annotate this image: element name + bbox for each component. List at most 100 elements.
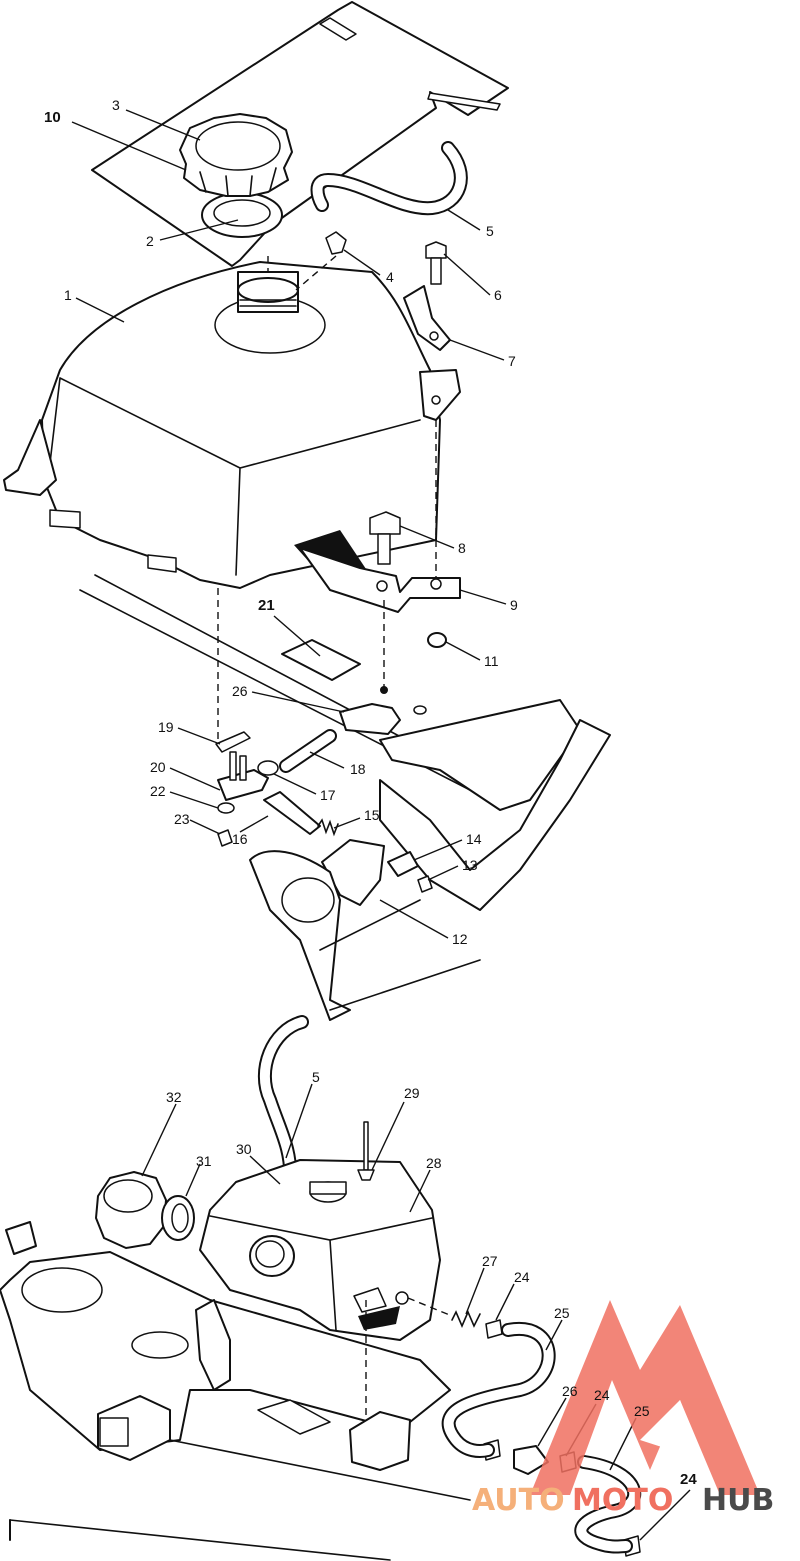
assembly-line bbox=[407, 1297, 453, 1317]
oil-tank-edge bbox=[209, 1215, 433, 1331]
dipstick-29 bbox=[363, 1121, 369, 1171]
callout-26: 26 bbox=[232, 683, 248, 699]
strap-9 bbox=[299, 547, 461, 613]
plate-19 bbox=[215, 731, 251, 753]
callout-14: 14 bbox=[466, 831, 482, 847]
dipstick-29-cap bbox=[357, 1169, 375, 1181]
callout-21: 21 bbox=[258, 597, 275, 614]
callout-19: 19 bbox=[158, 719, 174, 735]
callout-6: 6 bbox=[494, 287, 502, 303]
callout-22: 22 bbox=[150, 783, 166, 799]
oil-tank-shade bbox=[358, 1306, 400, 1330]
exhaust-tube-end bbox=[281, 877, 335, 923]
leader-lines bbox=[71, 109, 691, 1541]
gasket-31-hole bbox=[171, 1203, 189, 1233]
watermark-text-moto: MOTO bbox=[572, 1483, 673, 1518]
filler-thread bbox=[239, 299, 297, 307]
callout-15: 15 bbox=[364, 807, 380, 823]
callout-20: 20 bbox=[150, 759, 166, 775]
fuel-valve-pipe bbox=[229, 751, 237, 781]
assembly-line bbox=[295, 255, 337, 291]
lower-frame-bracket bbox=[5, 1221, 37, 1255]
callout-23: 23 bbox=[174, 811, 190, 827]
callout-24-c: 24 bbox=[680, 1471, 697, 1488]
vent-hose-inner bbox=[312, 143, 466, 214]
callout-30: 30 bbox=[236, 1141, 252, 1157]
callout-24-a: 24 bbox=[514, 1269, 530, 1285]
lower-frame-hole bbox=[21, 1267, 103, 1313]
callout-29: 29 bbox=[404, 1085, 420, 1101]
callout-11: 11 bbox=[484, 653, 499, 669]
callout-26-lower: 26 bbox=[562, 1383, 578, 1399]
washer-22 bbox=[217, 802, 235, 814]
callout-3: 3 bbox=[112, 97, 120, 113]
callout-25-a: 25 bbox=[554, 1305, 570, 1321]
hose-25-inner bbox=[443, 1323, 554, 1456]
cap-gasket-hole bbox=[213, 199, 271, 227]
watermark-triangle-inner bbox=[640, 1400, 702, 1460]
callout-5-lower: 5 bbox=[312, 1069, 320, 1085]
callout-2: 2 bbox=[146, 233, 154, 249]
oil-tank-neck-in bbox=[255, 1240, 285, 1268]
fitting-26 bbox=[339, 703, 401, 735]
callout-25-b: 25 bbox=[634, 1403, 650, 1419]
bracket-12 bbox=[321, 839, 385, 906]
lower-frame-rail bbox=[9, 1439, 471, 1561]
strap-9-hole bbox=[376, 580, 388, 592]
frame-hole bbox=[413, 705, 427, 715]
fuel-tank-left-tab bbox=[3, 419, 57, 496]
strap-9-hole bbox=[430, 578, 442, 590]
mat-sheet bbox=[91, 1, 509, 267]
callout-18: 18 bbox=[350, 761, 366, 777]
callout-31: 31 bbox=[196, 1153, 212, 1169]
callout-12: 12 bbox=[452, 931, 468, 947]
callout-13: 13 bbox=[462, 857, 478, 873]
callout-17: 17 bbox=[320, 787, 336, 803]
mat-slot bbox=[427, 92, 501, 111]
shaft-16 bbox=[263, 791, 321, 835]
lower-frame-bracket bbox=[195, 1299, 231, 1391]
fuel-cap-ridge bbox=[199, 167, 277, 197]
fuel-valve-pipe bbox=[239, 755, 247, 781]
clamp-17 bbox=[257, 760, 279, 776]
bracket-7-hole bbox=[429, 331, 439, 341]
mat-slot bbox=[319, 17, 357, 41]
nut-11 bbox=[427, 632, 447, 648]
frame-crossmember bbox=[379, 699, 581, 811]
lower-frame-tube-end bbox=[99, 1417, 129, 1447]
callout-7: 7 bbox=[508, 353, 516, 369]
fuel-cap-top bbox=[195, 121, 281, 171]
clamp-24 bbox=[485, 1319, 503, 1339]
callout-28: 28 bbox=[426, 1155, 442, 1171]
callout-5: 5 bbox=[486, 223, 494, 239]
callout-16: 16 bbox=[232, 831, 248, 847]
oil-tank-outlet bbox=[395, 1291, 409, 1305]
frame-tube-lower bbox=[319, 899, 481, 1011]
lower-frame-slot bbox=[257, 1399, 331, 1435]
oil-tank-boss-side bbox=[309, 1181, 347, 1195]
fuel-line-18-inner bbox=[281, 731, 335, 771]
watermark-text-hub: HUB bbox=[702, 1483, 774, 1518]
oil-cap-32-top bbox=[103, 1179, 153, 1213]
filler-neck-top bbox=[237, 277, 299, 303]
lower-frame-mount bbox=[349, 1411, 411, 1471]
fuel-tank-right-tab bbox=[419, 369, 461, 421]
watermark-text-auto: AUTO bbox=[472, 1483, 565, 1518]
bolt-6 bbox=[425, 241, 447, 259]
callout-4: 4 bbox=[386, 269, 394, 285]
spring-27 bbox=[451, 1309, 481, 1329]
clip-14 bbox=[387, 851, 419, 877]
callout-8: 8 bbox=[458, 540, 466, 556]
oil-tank-mount bbox=[353, 1287, 387, 1313]
tab-hole bbox=[431, 395, 441, 405]
bolt-6-shank bbox=[430, 257, 442, 285]
fuel-tank-tab bbox=[49, 509, 81, 529]
watermark-triangle bbox=[530, 1300, 760, 1495]
callout-32: 32 bbox=[166, 1089, 182, 1105]
spring-15 bbox=[317, 818, 339, 837]
fuel-tank bbox=[41, 261, 441, 589]
vent-fitting bbox=[325, 231, 347, 255]
bolt-8-shank bbox=[377, 533, 391, 565]
decal-21 bbox=[281, 639, 361, 681]
